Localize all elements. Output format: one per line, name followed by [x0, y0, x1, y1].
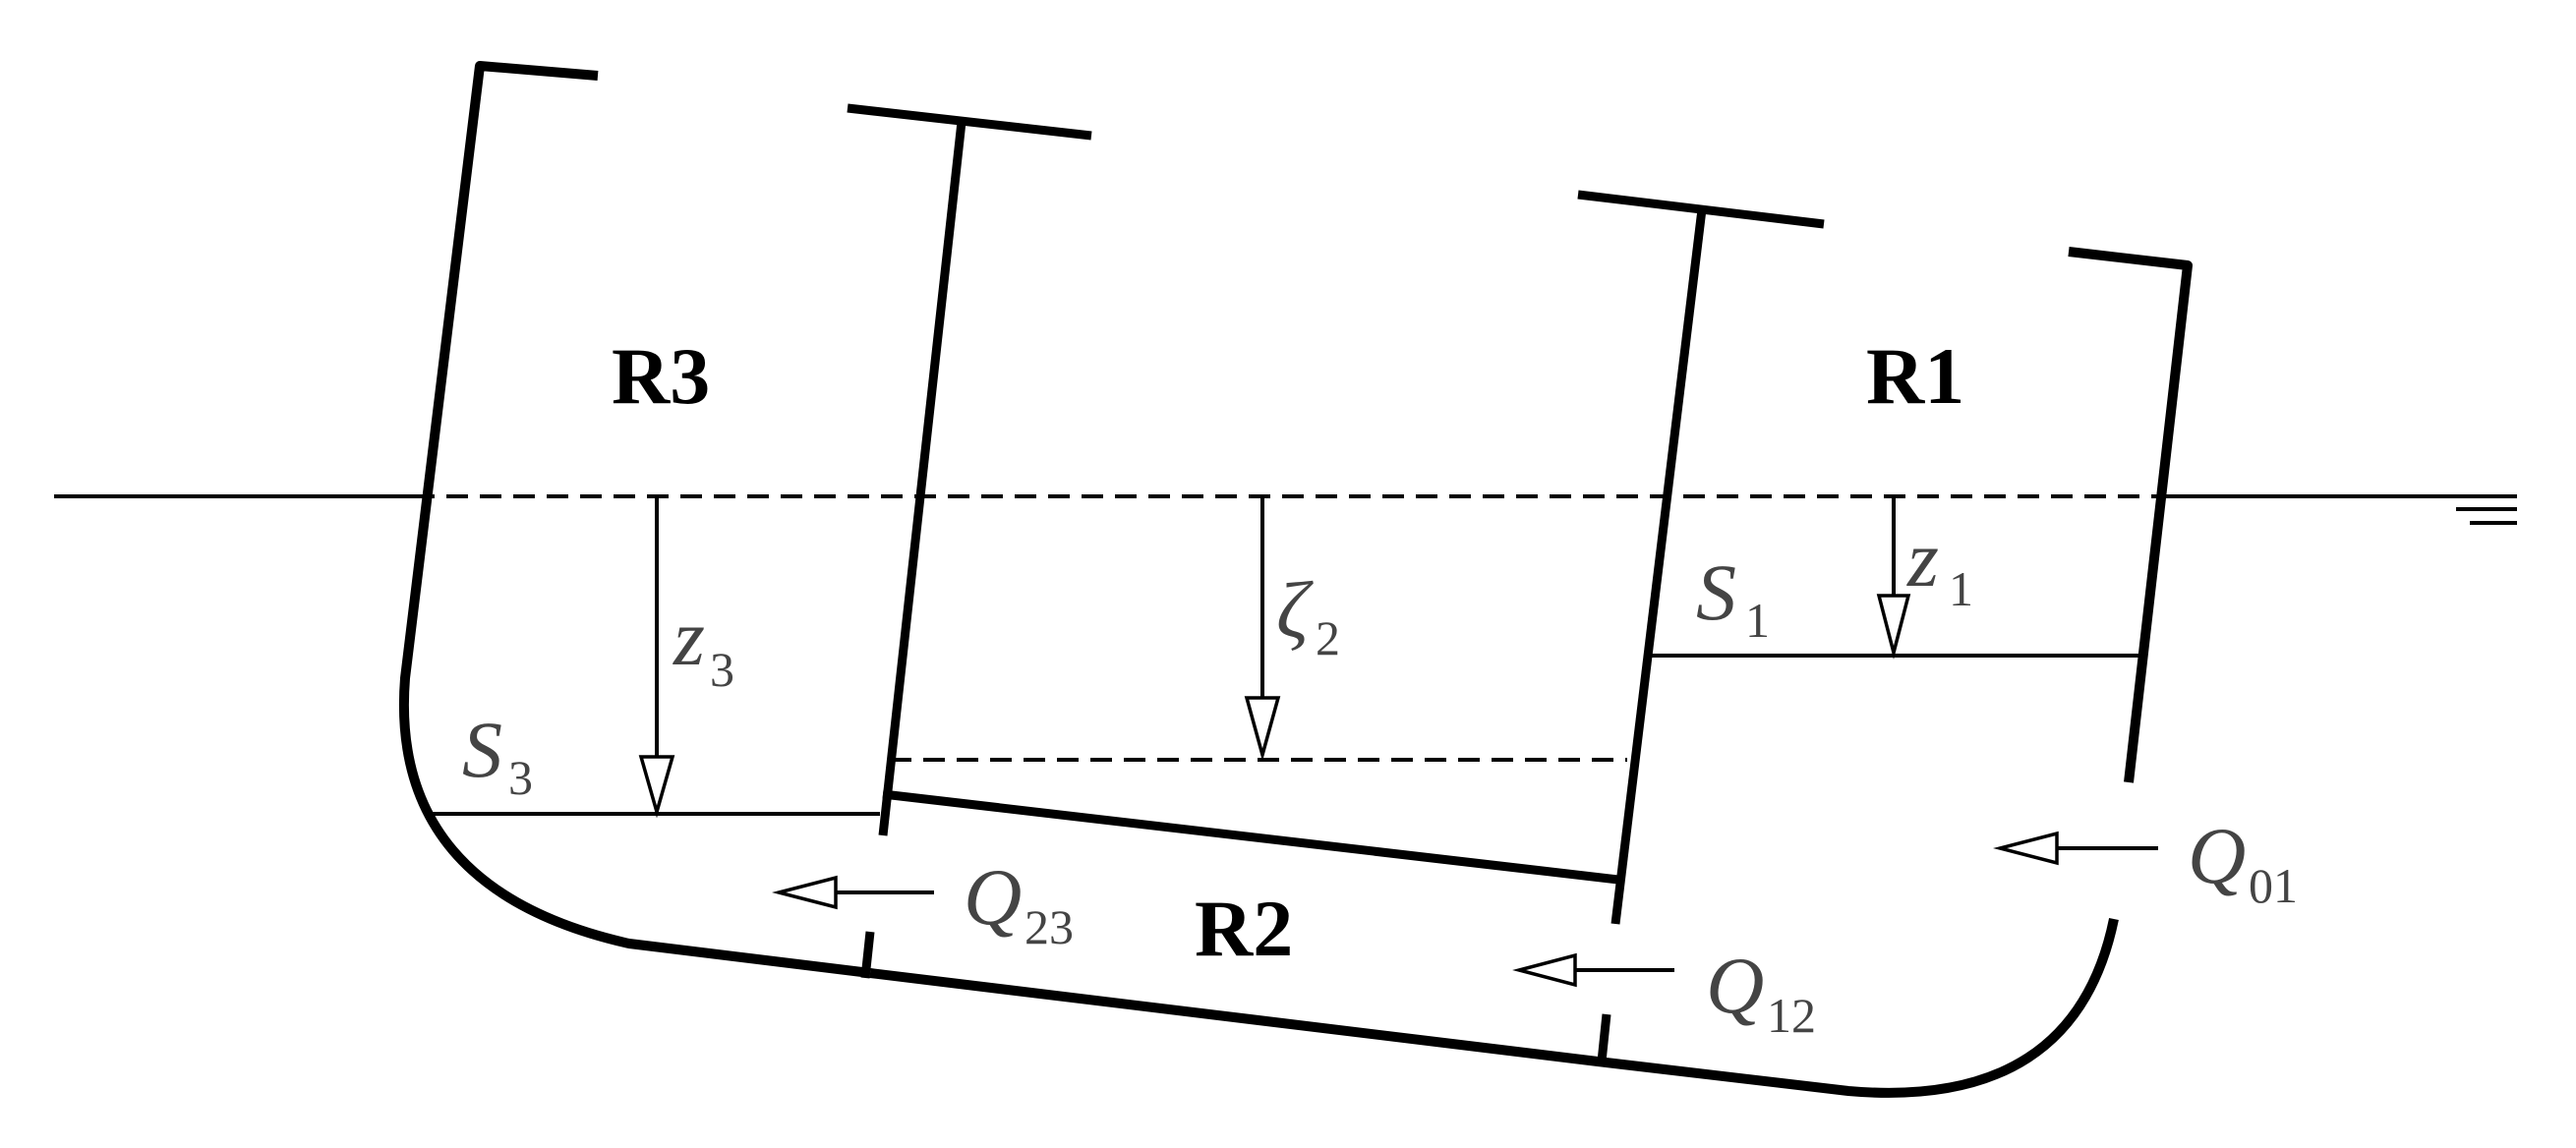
hull-right-side-upper — [2068, 247, 2193, 783]
label-z1: z 1 — [1906, 514, 1973, 616]
hull-bottom — [869, 917, 2119, 1098]
r2-tank-top — [882, 789, 1619, 885]
bulkhead-r2-r1 — [1577, 190, 1825, 1062]
label-q01-subscript: 01 — [2249, 858, 2298, 913]
label-q01: Q 01 — [2188, 811, 2298, 913]
q12-arrow — [1512, 952, 1674, 988]
zeta2-arrow — [1244, 496, 1281, 762]
label-s3: S 3 — [462, 705, 533, 805]
region-label-r3: R3 — [612, 331, 710, 421]
label-zeta2: ζ 2 — [1276, 565, 1340, 665]
label-q12: Q 12 — [1706, 941, 1816, 1043]
label-q23: Q 23 — [964, 852, 1074, 954]
label-zeta2-symbol: ζ — [1276, 565, 1314, 655]
label-z3: z 3 — [673, 593, 734, 697]
label-s3-subscript: 3 — [508, 750, 533, 805]
label-z3-subscript: 3 — [710, 642, 734, 697]
label-s1-subscript: 1 — [1745, 593, 1770, 648]
label-q12-subscript: 12 — [1767, 988, 1816, 1043]
label-z1-subscript: 1 — [1949, 561, 1973, 616]
region-label-r2: R2 — [1195, 884, 1293, 973]
q01-arrow — [1993, 831, 2158, 866]
label-q12-symbol: Q — [1706, 941, 1764, 1030]
hull-left-side — [398, 61, 871, 978]
label-s3-symbol: S — [462, 705, 502, 794]
z3-arrow — [638, 496, 675, 819]
label-s1-symbol: S — [1696, 547, 1736, 637]
label-q23-subscript: 23 — [1025, 899, 1074, 954]
label-q01-symbol: Q — [2188, 811, 2246, 900]
label-q23-symbol: Q — [964, 852, 1022, 942]
q23-arrow — [772, 875, 934, 910]
label-s1: S 1 — [1696, 547, 1770, 648]
waterline-symbol — [2456, 507, 2517, 525]
label-z3-symbol: z — [673, 593, 705, 682]
z1-arrow — [1876, 496, 1911, 660]
bulkhead-r3-r2 — [847, 103, 1092, 979]
label-zeta2-subscript: 2 — [1316, 610, 1340, 665]
label-z1-symbol: z — [1906, 514, 1939, 603]
region-label-r1: R1 — [1866, 331, 1964, 421]
